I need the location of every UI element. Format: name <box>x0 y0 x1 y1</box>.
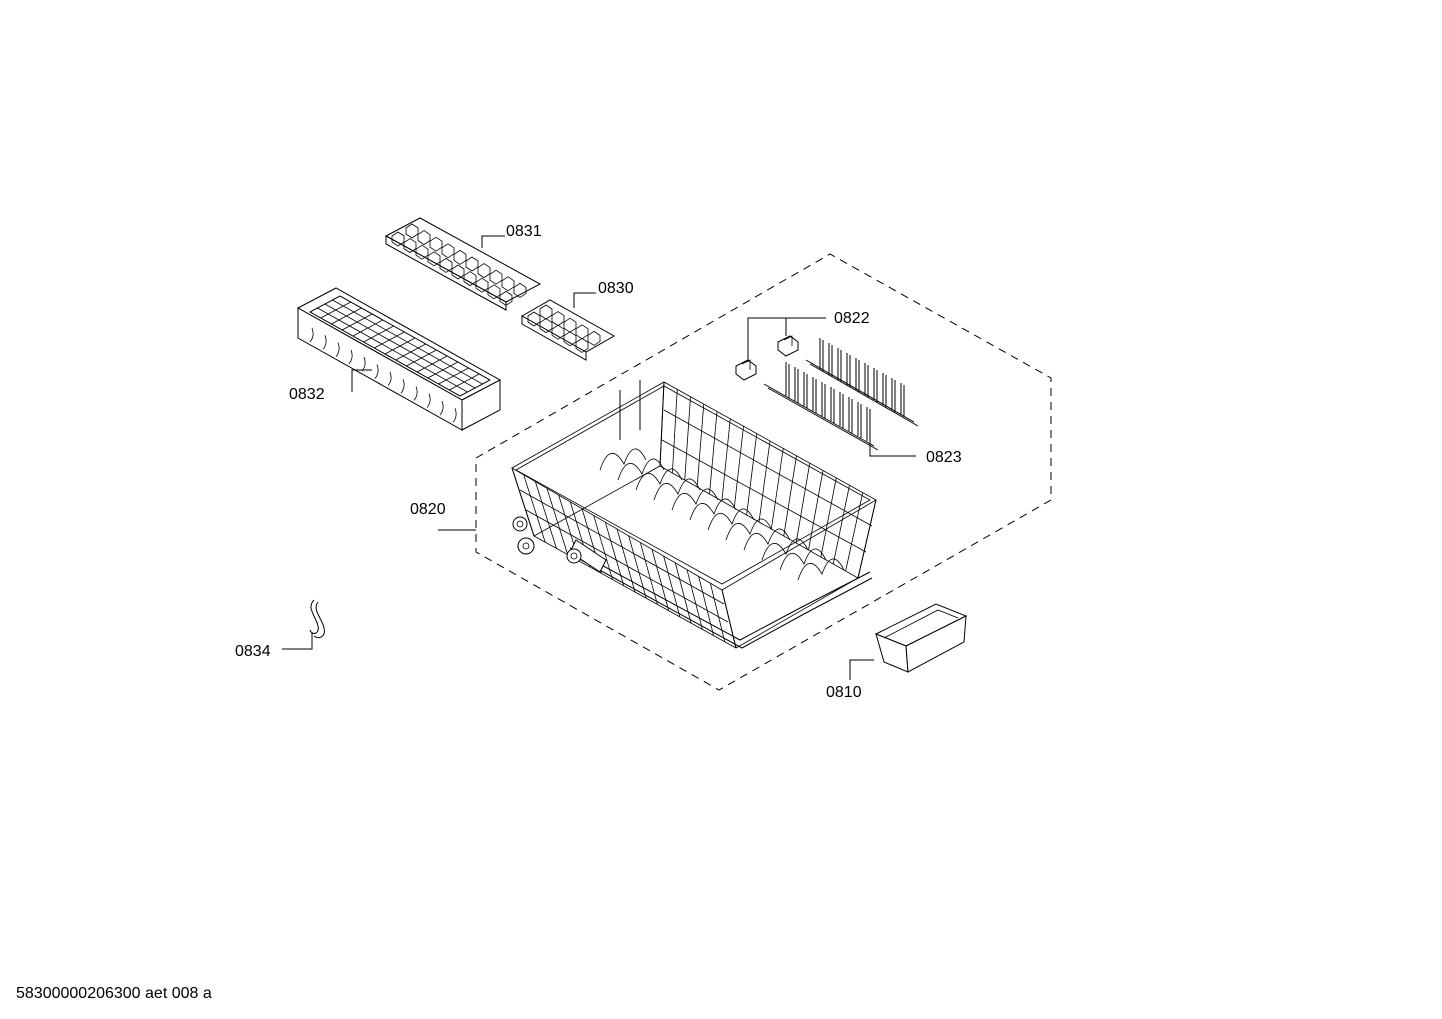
drawing-id: 58300000206300 aet 008 a <box>16 985 212 1002</box>
part-0832-cutlery-basket[interactable] <box>296 287 502 431</box>
assembly-boundary <box>475 253 1052 691</box>
part-0822-rack-clips[interactable] <box>735 335 799 381</box>
label-0831: 0831 <box>506 223 542 240</box>
part-0823-plate-racks[interactable] <box>763 338 919 451</box>
part-0820-upper-basket[interactable] <box>511 380 877 649</box>
label-0822: 0822 <box>834 310 870 327</box>
label-0830: 0830 <box>598 280 634 297</box>
label-0834: 0834 <box>235 643 271 660</box>
label-0820: 0820 <box>410 501 446 518</box>
label-0823: 0823 <box>926 449 962 466</box>
part-0834-hook[interactable] <box>309 599 325 639</box>
part-0830-cutlery-insert-short[interactable] <box>520 299 616 361</box>
label-0832: 0832 <box>289 386 325 403</box>
label-0810: 0810 <box>826 684 862 701</box>
leader-lines <box>282 235 916 680</box>
part-0810-tray[interactable] <box>874 603 968 673</box>
part-0831-cutlery-insert-long[interactable] <box>384 217 542 311</box>
